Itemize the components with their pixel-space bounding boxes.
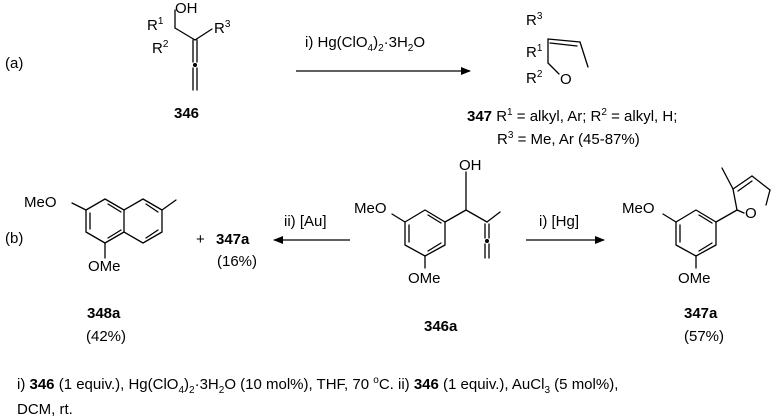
compound-347a-number: 347a [684, 305, 718, 322]
compound-346a-number: 346a [424, 318, 458, 335]
footnote-line2: DCM, rt. [17, 401, 73, 418]
prod-347a-meo: MeO [622, 200, 655, 217]
naph-meo: MeO [24, 194, 57, 211]
sm-346a-meo: MeO [354, 200, 387, 217]
compound-348a-structure [71, 198, 177, 259]
compound-347a-structure [662, 167, 771, 269]
sm-r1: R1 [147, 16, 164, 34]
sm-346a-oh: OH [459, 157, 482, 174]
footnote-line1: i) 346 (1 equiv.), Hg(ClO4)2·3H2O (10 mo… [17, 375, 618, 396]
product-347-caption-line2: R3 = Me, Ar (45-87%) [497, 130, 640, 148]
part-a-label: (a) [5, 55, 23, 72]
compound-346-number: 346 [174, 105, 199, 122]
compound-348a-yield: (42%) [86, 328, 126, 345]
product-347-caption-line1: 347 R1 = alkyl, Ar; R2 = alkyl, H; [467, 107, 677, 125]
prod-347a-ome: OMe [678, 270, 711, 287]
plus-sign: + [196, 231, 205, 248]
sm-r2: R2 [152, 39, 169, 57]
sm-oh: OH [175, 0, 198, 17]
naph-ome: OMe [88, 258, 121, 275]
compound-347a-yield: (57%) [684, 328, 724, 345]
compound-346-structure [174, 9, 213, 91]
sm-r3: R3 [214, 19, 231, 37]
arrow-a-reagent: i) Hg(ClO4)2·3H2O [305, 34, 425, 54]
compound-346a-structure [391, 171, 501, 269]
product-ring-o: O [560, 71, 572, 88]
product-r3: R3 [526, 11, 543, 29]
arrow-hg-reagent: i) [Hg] [539, 213, 579, 230]
product-r1: R1 [526, 43, 543, 61]
arrow-au-reagent: ii) [Au] [284, 213, 327, 230]
byproduct-347a-yield: (16%) [217, 253, 257, 270]
compound-348a-number: 348a [87, 305, 121, 322]
part-b-label: (b) [5, 230, 23, 247]
product-r2: R2 [526, 69, 543, 87]
sm-346a-ome: OMe [408, 270, 441, 287]
byproduct-347a-number: 347a [216, 231, 250, 248]
compound-347-structure [547, 38, 589, 75]
prod-347a-ring-o: O [745, 205, 757, 222]
